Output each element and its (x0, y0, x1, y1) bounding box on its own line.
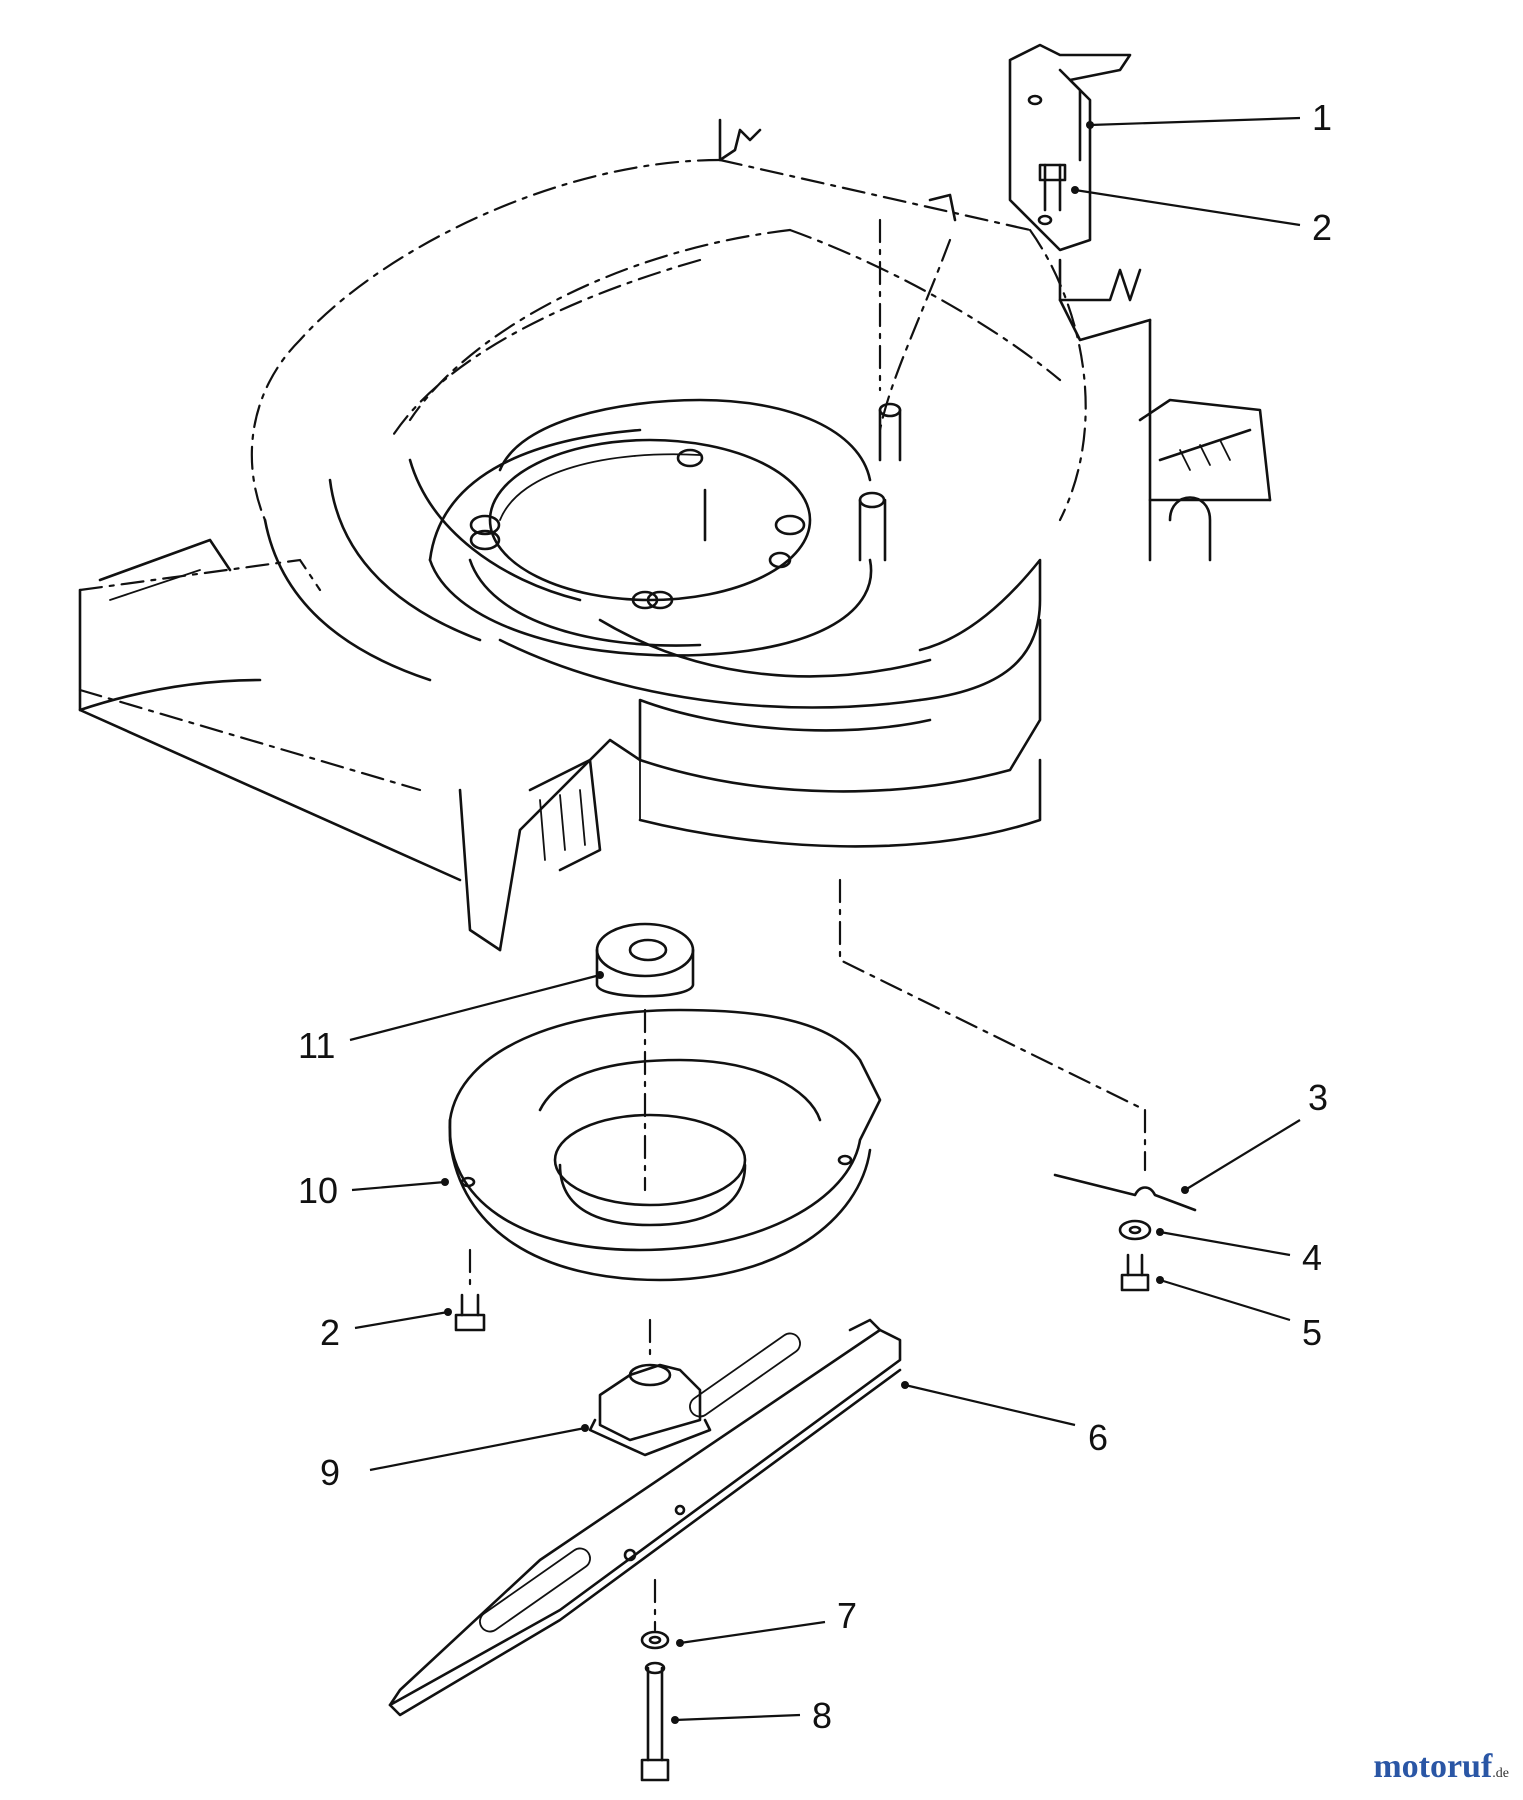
watermark-logo: motoruf.de (1373, 1748, 1509, 1786)
watermark-suffix: .de (1492, 1766, 1509, 1781)
callout-9-label: 9 (320, 1452, 340, 1493)
part-5-bolt (1120, 1253, 1150, 1292)
callout-3: 3 (1181, 1077, 1328, 1194)
mower-deck-housing (78, 118, 1272, 952)
callout-7: 7 (676, 1595, 857, 1647)
callout-5-label: 5 (1302, 1312, 1322, 1353)
callout-10: 10 (298, 1170, 449, 1211)
callout-1: 1 (1086, 97, 1332, 138)
callout-8-label: 8 (812, 1695, 832, 1736)
callout-2-lower: 2 (320, 1308, 452, 1353)
part-4-washer (1118, 1219, 1152, 1241)
callout-6-label: 6 (1088, 1417, 1108, 1458)
callout-8: 8 (671, 1695, 832, 1736)
part-6-blade (388, 1318, 902, 1717)
callout-2-lower-label: 2 (320, 1312, 340, 1353)
callout-10-label: 10 (298, 1170, 338, 1211)
deck-bolt-holes (469, 448, 806, 610)
callout-1-label: 1 (1312, 97, 1332, 138)
part-1-bracket (1008, 43, 1132, 252)
part-3-rod (838, 878, 1197, 1212)
callout-4: 4 (1156, 1228, 1322, 1278)
callout-2-upper-label: 2 (1312, 207, 1332, 248)
callout-11-label: 11 (298, 1025, 335, 1066)
part-9-adapter (588, 1318, 712, 1457)
part-11-bushing (595, 922, 695, 998)
callout-9: 9 (320, 1424, 589, 1493)
part-10-baffle (448, 1008, 882, 1282)
part-7-washer (640, 1578, 670, 1650)
callout-3-label: 3 (1308, 1077, 1328, 1118)
callout-11: 11 (298, 971, 604, 1066)
callout-5: 5 (1156, 1276, 1322, 1353)
part-2-bolt-lower (454, 1248, 486, 1332)
part-2-bolt-upper (1038, 163, 1067, 212)
callout-7-label: 7 (837, 1595, 857, 1636)
callout-6: 6 (901, 1381, 1108, 1458)
callout-2-upper: 2 (1071, 186, 1332, 248)
watermark-name: motoruf (1373, 1748, 1493, 1785)
part-8-blade-bolt (640, 1661, 670, 1782)
callout-4-label: 4 (1302, 1237, 1322, 1278)
